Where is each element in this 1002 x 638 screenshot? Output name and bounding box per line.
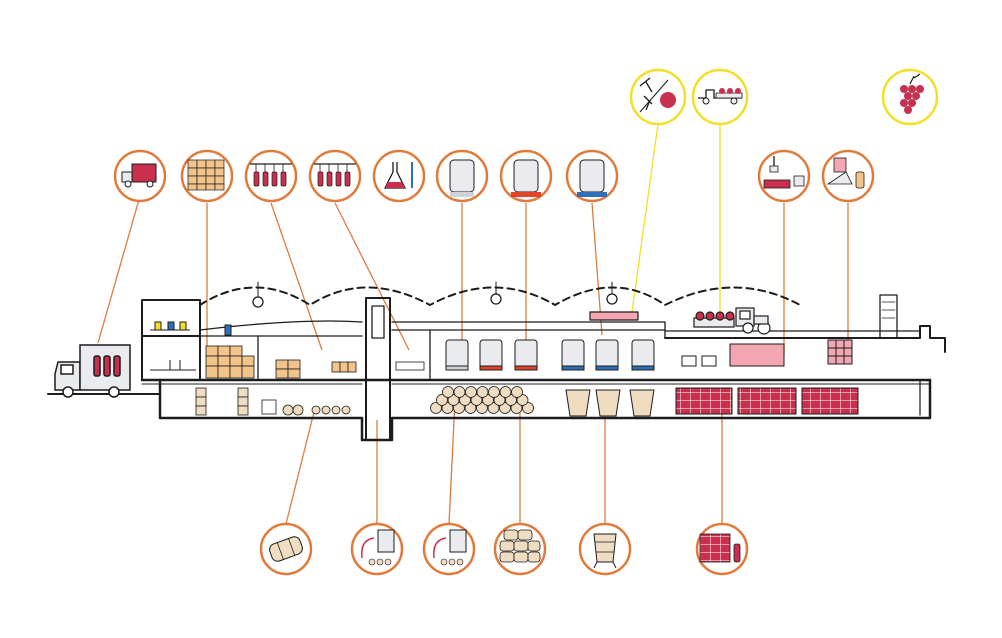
barrel [488, 386, 500, 398]
bottle-cellar-icon [695, 522, 749, 576]
bottle-rack-icon [308, 149, 362, 203]
barrel [453, 402, 465, 414]
barrel [442, 386, 454, 398]
barrel [516, 394, 529, 406]
barrel [447, 394, 460, 406]
barrel [511, 386, 523, 398]
red-base-tank-icon [499, 149, 553, 203]
barrel [499, 386, 512, 398]
barrel [510, 402, 523, 414]
truck-harvest-icon [691, 68, 749, 126]
blue-base-tank-icon [565, 149, 619, 203]
barrel [499, 402, 511, 414]
barrel [430, 402, 442, 414]
vine-pruning-icon [629, 68, 687, 126]
building [47, 281, 946, 442]
barrel [476, 402, 488, 414]
barrel [453, 386, 466, 398]
delivery-truck-icon [113, 149, 167, 203]
barrel [459, 394, 471, 406]
barrel [476, 386, 489, 398]
wooden-vats [565, 389, 655, 417]
tractor [693, 307, 771, 335]
barrel [465, 386, 477, 398]
fermentation-vat-icon [578, 522, 632, 576]
leader-lines [97, 123, 849, 525]
delivery-truck [54, 344, 131, 398]
press-room [681, 339, 853, 367]
grape-icon [881, 68, 939, 126]
pallet-storage-icon [180, 149, 234, 203]
barrel [493, 394, 506, 406]
barrel [441, 402, 454, 414]
barrel [482, 394, 494, 406]
bottling-station [150, 321, 232, 371]
steel-tank-icon [435, 149, 489, 203]
sorting-conveyor-icon [757, 149, 811, 203]
pump-transfer-icon [422, 522, 476, 576]
box-stacks [205, 345, 425, 379]
fermentation-tanks [445, 339, 655, 371]
basement-boxes [195, 387, 351, 416]
barrel-stack-icon [493, 522, 547, 576]
lab-flask-icon [372, 149, 426, 203]
barrel [470, 394, 483, 406]
barrel [436, 394, 448, 406]
barrel-icon [259, 522, 313, 576]
barrel [487, 402, 500, 414]
barrel-pile [430, 386, 534, 414]
pump-over-icon [350, 522, 404, 576]
barrel [522, 402, 534, 414]
barrel [464, 402, 477, 414]
bottling-line-icon [244, 149, 298, 203]
barrel [505, 394, 517, 406]
crusher-press-icon [821, 149, 875, 203]
bottle-cellar-bins [675, 387, 859, 415]
